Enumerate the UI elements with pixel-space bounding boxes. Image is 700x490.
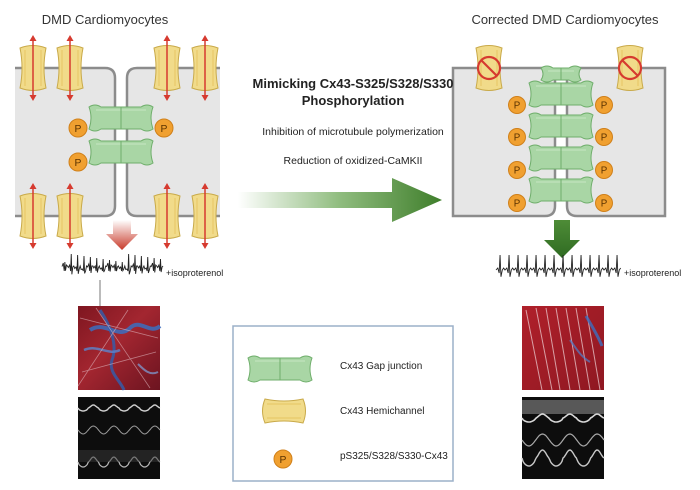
hemichannel-icon <box>475 45 503 91</box>
gap-junction-icon <box>247 355 313 383</box>
legend-hemichannel-label: Cx43 Hemichannel <box>340 406 425 417</box>
mechanism-title: Mimicking Cx43-S325/S328/S330 Phosphoryl… <box>252 76 454 108</box>
hemichannel-icon <box>56 183 84 249</box>
gap-junction-icon <box>540 65 582 83</box>
mechanism-step-2: Reduction of oxidized-CaMKII <box>283 155 423 167</box>
gap-junction-icon <box>528 176 594 204</box>
svg-text:P: P <box>75 158 82 169</box>
svg-text:P: P <box>161 124 168 135</box>
block-symbol <box>476 55 502 81</box>
svg-text:P: P <box>75 124 82 135</box>
hemichannel-icon <box>191 183 219 249</box>
svg-text:P: P <box>280 455 287 466</box>
right-histology-image <box>522 306 604 391</box>
right-panel-title: Corrected DMD Cardiomyocytes <box>471 12 659 27</box>
efflux-arrow <box>201 183 209 249</box>
left-ecg-trace <box>61 253 164 275</box>
svg-text:P: P <box>514 166 521 177</box>
right-echo-image <box>521 397 605 479</box>
left-drug-label: +isoproterenol <box>166 268 224 278</box>
gap-junction-icon <box>528 80 594 108</box>
gap-junction-icon <box>528 112 594 140</box>
efflux-arrow <box>66 35 74 101</box>
left-histology-image <box>77 306 162 391</box>
svg-text:P: P <box>514 133 521 144</box>
hemichannel-icon <box>56 35 84 101</box>
hemichannel-icon <box>191 35 219 101</box>
hemichannel-icon <box>19 35 47 101</box>
svg-text:P: P <box>601 133 608 144</box>
hemichannel-icon <box>153 183 181 249</box>
phospho-icon: P <box>68 118 88 138</box>
phospho-icon: P <box>595 161 613 179</box>
efflux-arrow <box>66 183 74 249</box>
svg-text:P: P <box>514 199 521 210</box>
efflux-arrow <box>163 183 171 249</box>
left-panel-title: DMD Cardiomyocytes <box>41 12 169 27</box>
right-drug-label: +isoproterenol <box>624 268 682 278</box>
efflux-arrow <box>163 35 171 101</box>
phospho-layer: P P P P P P P P P P P <box>68 96 613 212</box>
efflux-arrow <box>201 35 209 101</box>
hemichannel-icon <box>19 183 47 249</box>
phospho-icon: P <box>508 194 526 212</box>
hemichannel-layer <box>19 35 644 249</box>
svg-text:P: P <box>601 199 608 210</box>
gap-junction-icon <box>88 138 154 166</box>
gap-junction-icon <box>528 144 594 172</box>
phospho-icon: P <box>595 128 613 146</box>
svg-text:P: P <box>601 166 608 177</box>
hemichannel-icon <box>262 398 306 424</box>
legend-gap-junction-label: Cx43 Gap junction <box>340 361 423 372</box>
gap-junction-layer <box>88 65 594 204</box>
left-down-arrow <box>106 220 138 250</box>
hemichannel-icon <box>616 45 644 91</box>
legend-icons: P <box>247 355 313 469</box>
gap-junction-icon <box>88 104 154 132</box>
right-down-arrow <box>544 220 580 258</box>
phospho-icon: P <box>68 152 88 172</box>
right-ecg-trace <box>495 254 622 277</box>
phospho-icon: P <box>595 194 613 212</box>
mechanism-arrow <box>238 178 442 222</box>
efflux-arrow <box>29 183 37 249</box>
svg-text:P: P <box>514 101 521 112</box>
left-cell-pair <box>15 66 220 218</box>
phospho-icon: P <box>508 161 526 179</box>
svg-text:P: P <box>601 101 608 112</box>
mechanism-step-1: Inhibition of microtubule polymerization <box>262 126 444 138</box>
phospho-icon: P <box>595 96 613 114</box>
block-symbol <box>617 55 643 81</box>
left-echo-image <box>77 397 161 479</box>
phospho-icon: P <box>154 118 174 138</box>
legend-phospho-label: pS325/S328/S330-Cx43 <box>340 451 448 462</box>
phospho-icon: P <box>508 96 526 114</box>
phospho-icon: P <box>508 128 526 146</box>
efflux-arrow <box>29 35 37 101</box>
phospho-icon: P <box>273 449 293 469</box>
hemichannel-icon <box>153 35 181 101</box>
